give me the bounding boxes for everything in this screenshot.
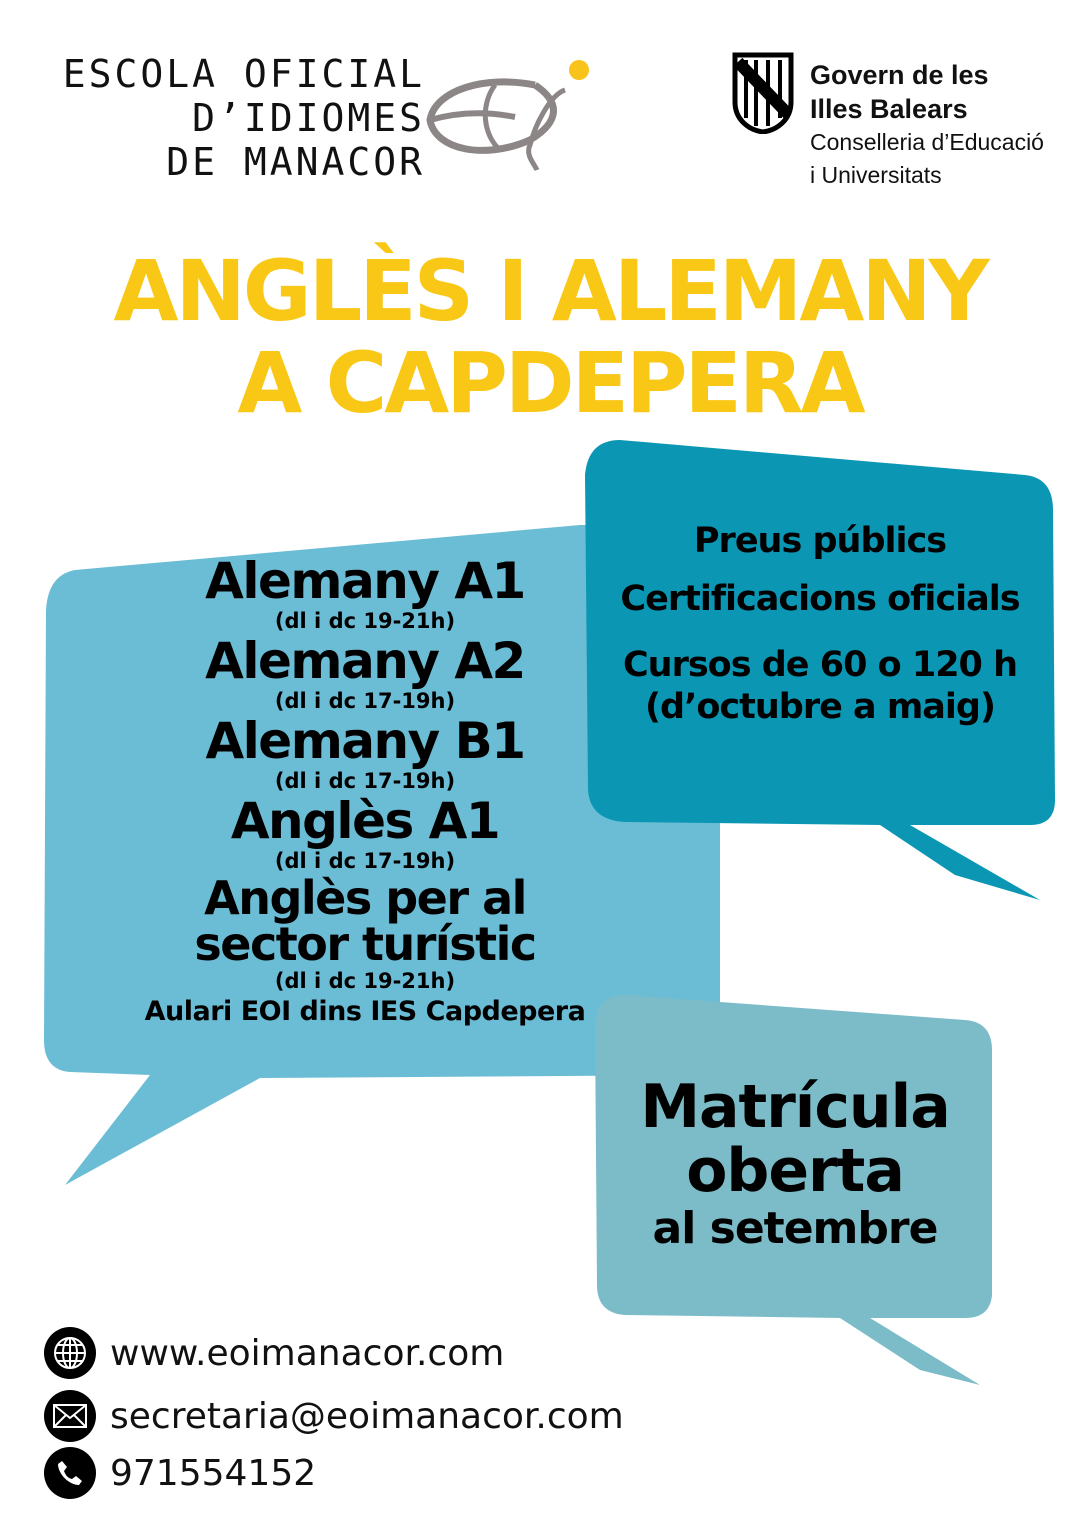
phone-number[interactable]: 971554152 <box>110 1452 317 1494</box>
course-schedule: (dl i dc 17-19h) <box>274 849 456 873</box>
page-title: ANGLÈS I ALEMANY A CAPDEPERA <box>0 245 1080 429</box>
email-link[interactable]: secretaria@eoimanacor.com <box>110 1395 624 1437</box>
school-name: ESCOLA OFICIAL D’IDIOMES DE MANACOR <box>40 52 425 184</box>
website-link[interactable]: www.eoimanacor.com <box>110 1332 505 1374</box>
course-name: Alemany A1 <box>205 552 526 610</box>
course-name: Alemany B1 <box>205 712 526 770</box>
contact-email[interactable]: secretaria@eoimanacor.com <box>44 1390 624 1442</box>
bubble-info <box>585 440 1055 900</box>
enrollment-line: oberta <box>686 1136 905 1206</box>
course-name: Anglès A1 <box>230 792 501 850</box>
info-item: Preus públics <box>693 521 947 561</box>
course-schedule: (dl i dc 19-21h) <box>274 609 456 633</box>
title-line: ANGLÈS I ALEMANY <box>113 242 989 340</box>
govern-line: Govern de les <box>810 60 989 90</box>
conselleria-line: Conselleria d’Educació <box>810 129 1044 155</box>
course-name: Alemany A2 <box>205 632 526 690</box>
info-item: (d’octubre a maig) <box>645 687 996 727</box>
govern-line: Illes Balears <box>810 94 968 124</box>
govern-logo-text: Govern de les Illes Balears Conselleria … <box>810 58 1044 192</box>
course-location: Aulari EOI dins IES Capdepera <box>144 996 586 1027</box>
contact-website[interactable]: www.eoimanacor.com <box>44 1327 504 1379</box>
enrollment-notice: Matrícula oberta al setembre <box>600 1075 990 1255</box>
phone-icon <box>44 1447 96 1499</box>
info-item: Cursos de 60 o 120 h <box>622 645 1018 685</box>
contact-phone[interactable]: 971554152 <box>44 1447 316 1499</box>
bubble-courses <box>44 525 720 1185</box>
globe-icon <box>44 1327 96 1379</box>
course-schedule: (dl i dc 17-19h) <box>274 689 456 713</box>
eoi-logo-icon <box>426 60 589 172</box>
course-schedule: (dl i dc 19-21h) <box>274 969 456 993</box>
envelope-icon <box>44 1390 96 1442</box>
school-line: D’IDIOMES <box>192 96 425 140</box>
info-item: Certificacions oficials <box>620 579 1020 619</box>
course-list: Alemany A1 (dl i dc 19-21h) Alemany A2 (… <box>140 555 590 1029</box>
bubble-enrollment <box>595 995 992 1385</box>
info-list: Preus públics Certificacions oficials Cu… <box>600 520 1040 728</box>
enrollment-line: al setembre <box>652 1203 939 1254</box>
title-line: A CAPDEPERA <box>237 334 865 432</box>
conselleria-line: i Universitats <box>810 162 942 188</box>
course-schedule: (dl i dc 17-19h) <box>274 769 456 793</box>
school-line: ESCOLA OFICIAL <box>62 52 425 96</box>
enrollment-line: Matrícula <box>640 1072 950 1142</box>
school-line: DE MANACOR <box>166 140 425 184</box>
course-name: Anglès per al sector turístic <box>194 871 537 971</box>
govern-shield-icon <box>732 52 794 134</box>
